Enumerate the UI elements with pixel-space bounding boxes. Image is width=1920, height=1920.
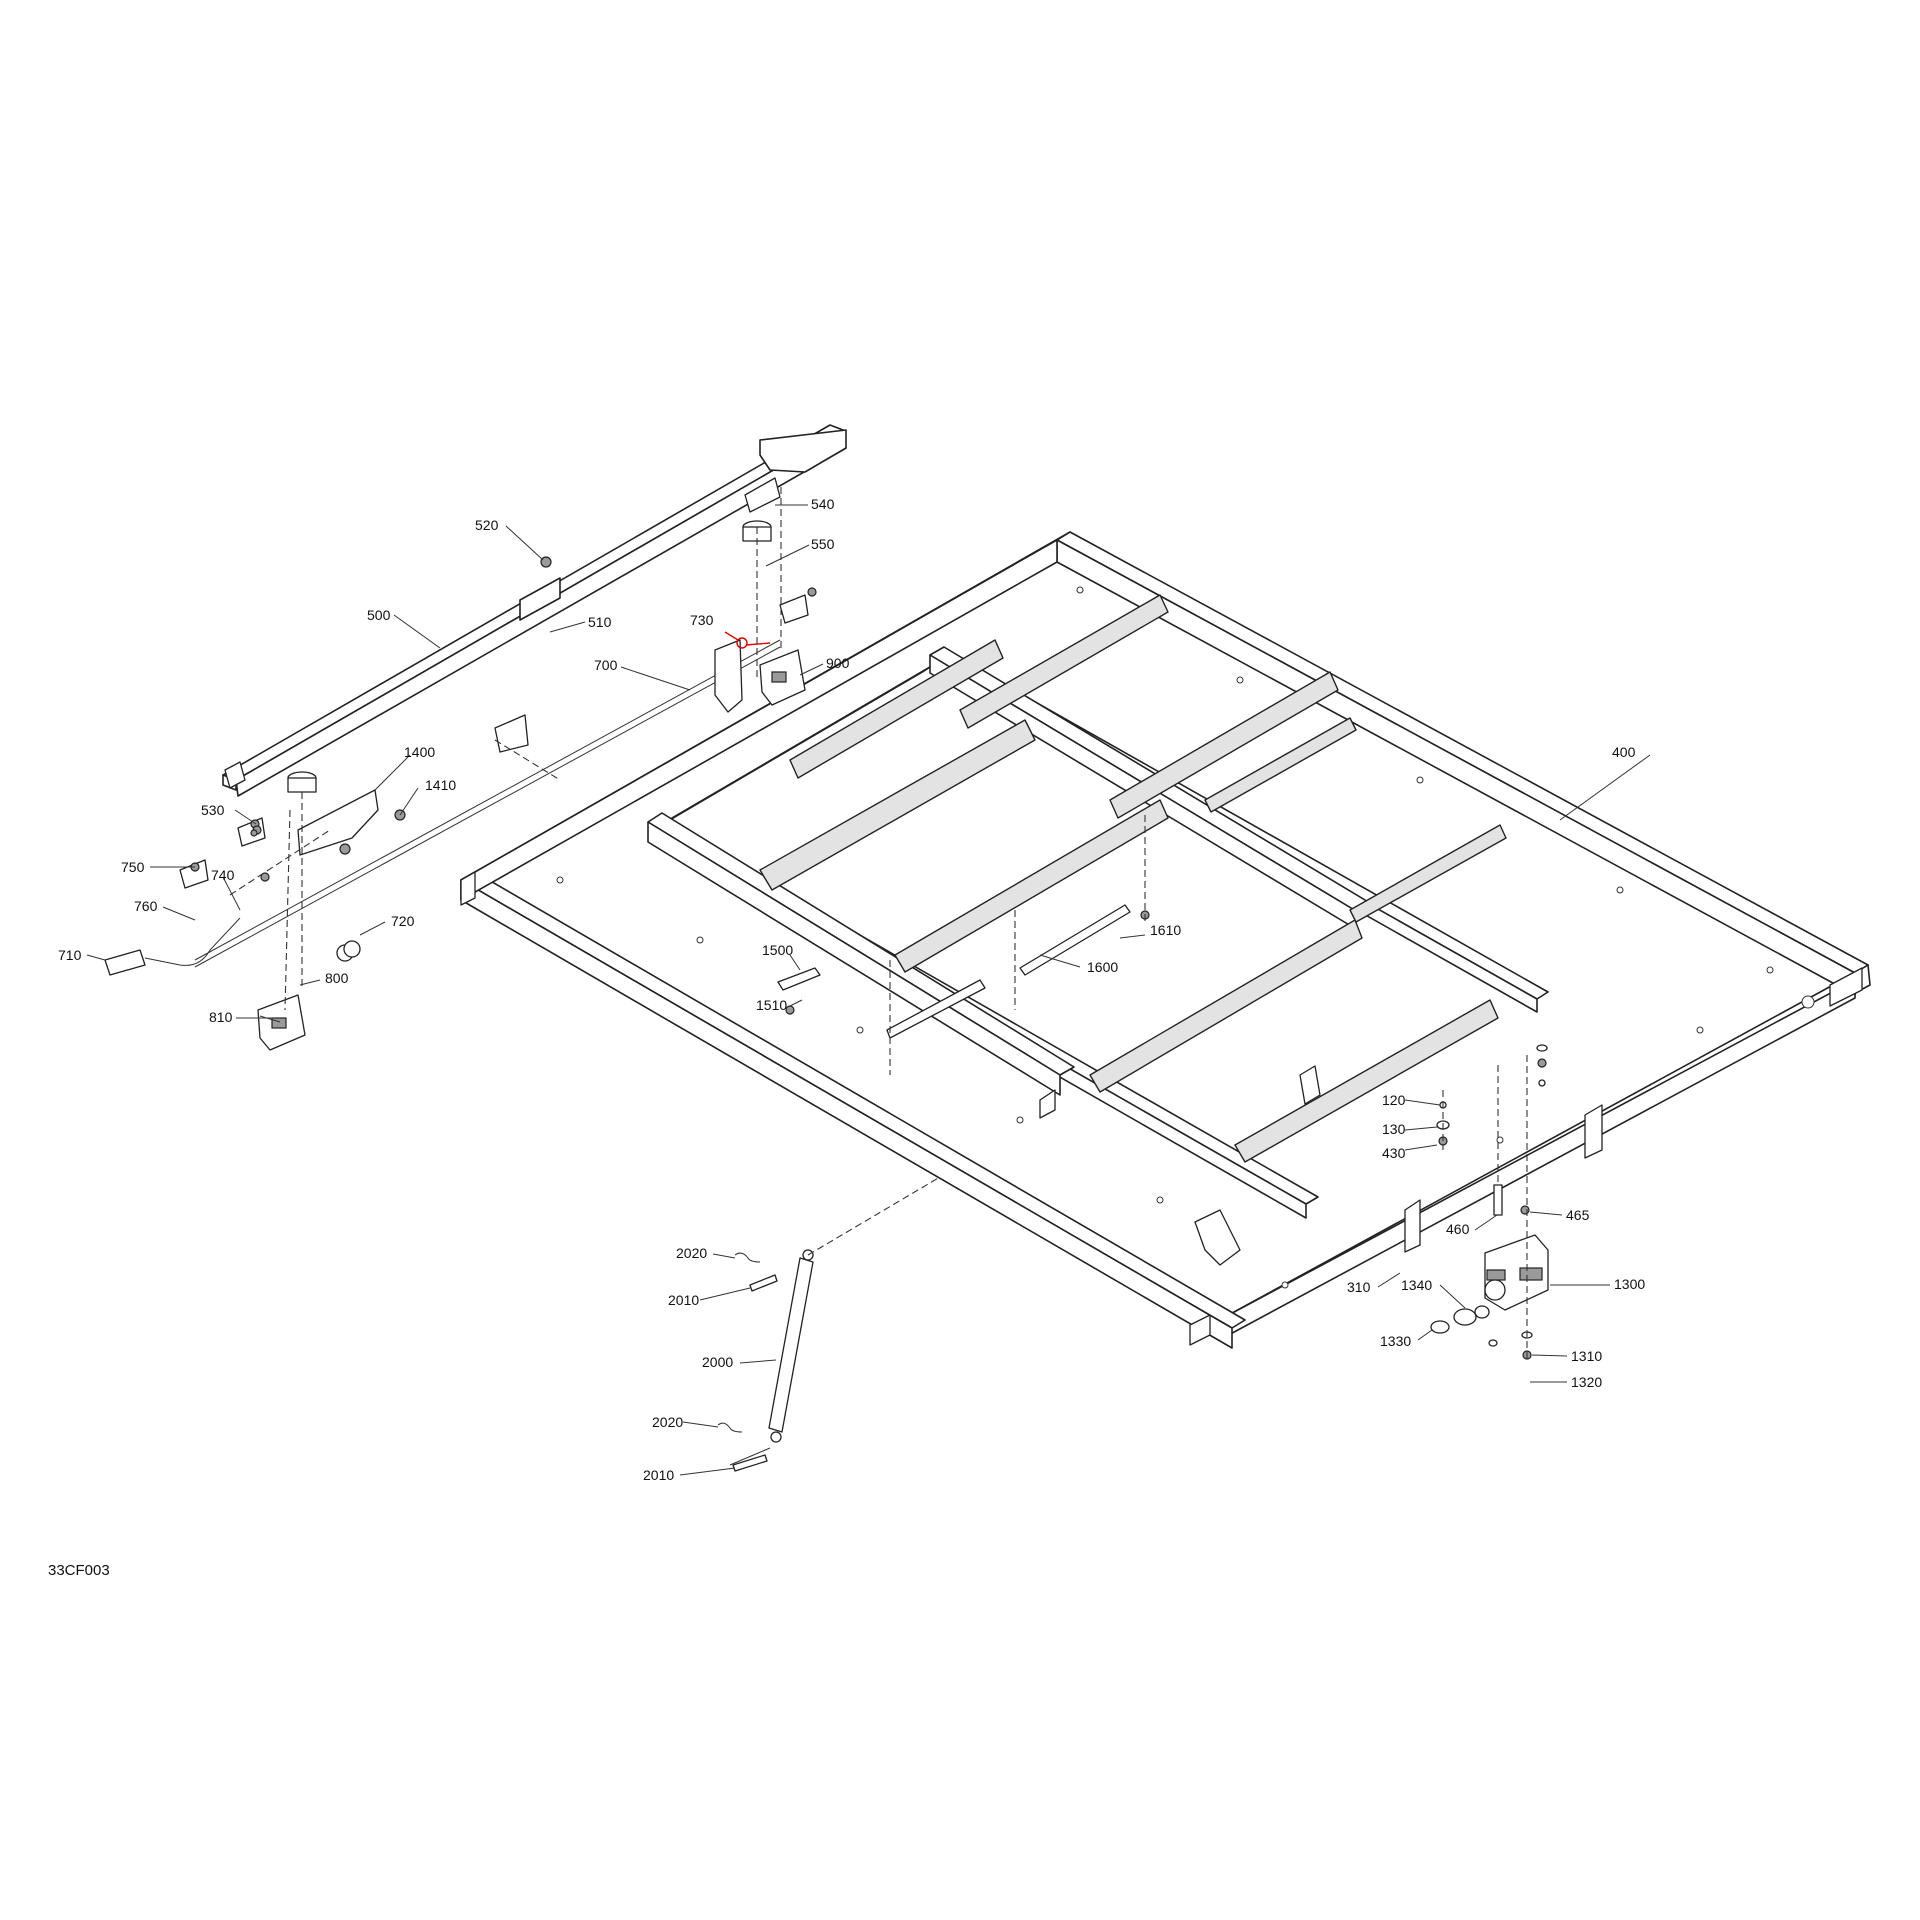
callout-520: 520	[475, 517, 499, 533]
callout-400: 400	[1612, 744, 1636, 760]
callout-740: 740	[211, 867, 235, 883]
callout-labels: 520 500 510 700 540 550 730 900 400 1400…	[58, 496, 1645, 1483]
callout-1330: 1330	[1380, 1333, 1411, 1349]
callout-2010-bottom: 2010	[643, 1467, 674, 1483]
callout-1600: 1600	[1087, 959, 1118, 975]
callout-1340: 1340	[1401, 1277, 1432, 1293]
callout-1610: 1610	[1150, 922, 1181, 938]
callout-900: 900	[826, 655, 850, 671]
drawing-code: 33CF003	[48, 1562, 110, 1579]
callout-leaders	[86, 504, 1651, 1476]
callout-720: 720	[391, 913, 415, 929]
callout-500: 500	[367, 607, 391, 623]
cargo-box-frame	[460, 531, 1871, 1349]
callout-2010-top: 2010	[668, 1292, 699, 1308]
callout-510: 510	[588, 614, 612, 630]
callout-760: 760	[134, 898, 158, 914]
callout-700: 700	[594, 657, 618, 673]
side-rail-assembly	[222, 424, 847, 797]
callout-1320: 1320	[1571, 1374, 1602, 1390]
callout-1500: 1500	[762, 942, 793, 958]
callout-710: 710	[58, 947, 82, 963]
callout-430: 430	[1382, 1145, 1406, 1161]
callout-1410: 1410	[425, 777, 456, 793]
callout-730: 730	[690, 612, 714, 628]
callout-540: 540	[811, 496, 835, 512]
callout-310: 310	[1347, 1279, 1371, 1295]
callout-1510: 1510	[756, 997, 787, 1013]
callout-750: 750	[121, 859, 145, 875]
callout-550: 550	[811, 536, 835, 552]
callout-2020-bottom: 2020	[652, 1414, 683, 1430]
callout-810: 810	[209, 1009, 233, 1025]
callout-1310: 1310	[1571, 1348, 1602, 1364]
callout-2020-top: 2020	[676, 1245, 707, 1261]
callout-530: 530	[201, 802, 225, 818]
callout-465: 465	[1566, 1207, 1590, 1223]
callout-130: 130	[1382, 1121, 1406, 1137]
callout-1300: 1300	[1614, 1276, 1645, 1292]
callout-460: 460	[1446, 1221, 1470, 1237]
callout-800: 800	[325, 970, 349, 986]
callout-120: 120	[1382, 1092, 1406, 1108]
callout-1400: 1400	[404, 744, 435, 760]
callout-2000: 2000	[702, 1354, 733, 1370]
